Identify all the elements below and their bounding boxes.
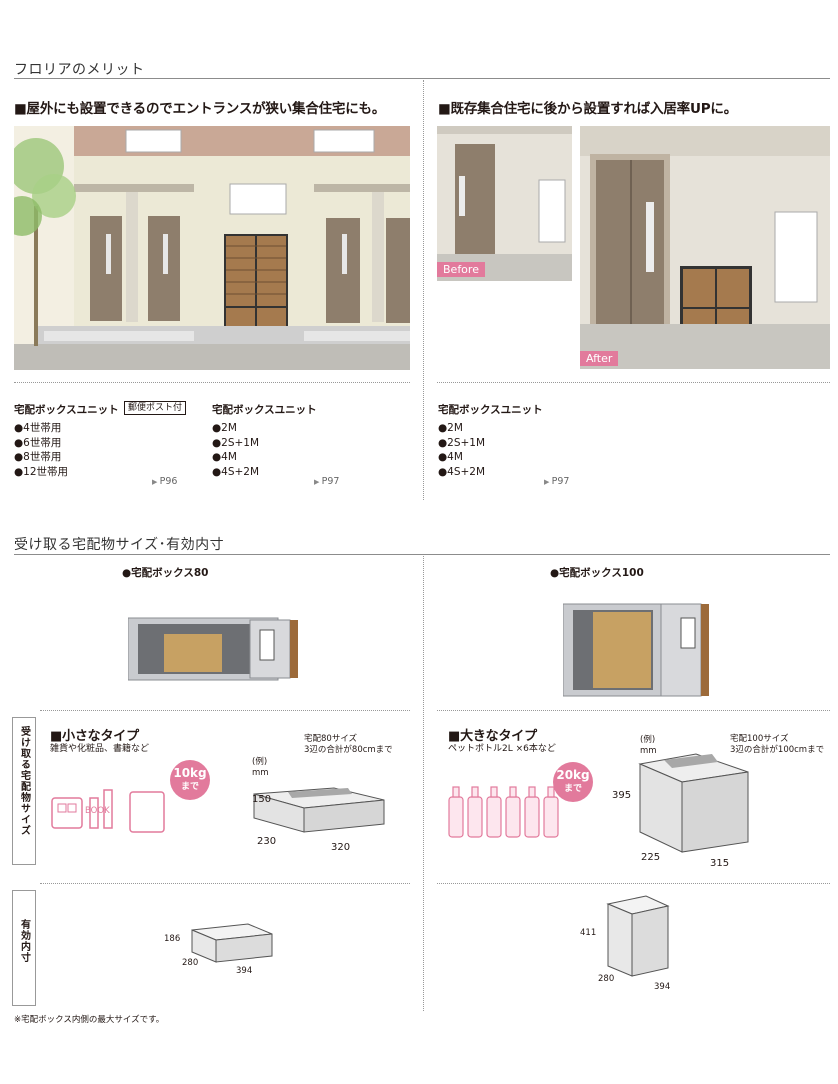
list-item: ●2S+1M (438, 436, 486, 449)
large-example: (例) (640, 735, 656, 745)
list-item: ●2S+1M (212, 436, 260, 449)
box80-product-image (128, 617, 298, 681)
inner-side-label: 有効内寸 (18, 919, 30, 963)
receive-side-box: 受け取る宅配物サイズ (12, 717, 36, 865)
large-weight-badge: 20kg まで (553, 762, 593, 802)
large-dim-depth: 225 (641, 852, 661, 863)
large-box-diagram (638, 753, 749, 853)
merit-divider-right (437, 382, 830, 383)
book-label: BOOK (85, 806, 110, 816)
small-unit: mm (252, 768, 269, 778)
small-dim-width: 320 (331, 842, 351, 853)
box80-label: ●宅配ボックス80 (122, 567, 209, 579)
large-type-desc: ペットボトル2L ×6本など (448, 744, 556, 754)
small-box-diagram (253, 787, 385, 833)
large-type-title: ■大きなタイプ (448, 729, 537, 744)
small-items-icons (51, 789, 165, 833)
merit-vertical-divider (423, 80, 424, 500)
col1-list: ●4世帯用 ●6世帯用 ●8世帯用 ●12世帯用 (14, 421, 68, 479)
box100-product-image (563, 603, 709, 697)
small-type-title: ■小さなタイプ (50, 729, 139, 744)
large-unit: mm (640, 746, 657, 756)
inner100-diagram (606, 895, 670, 977)
receive-side-label: 受け取る宅配物サイズ (18, 726, 30, 836)
before-illustration (437, 126, 572, 281)
col1-badge: 郵便ポスト付 (124, 401, 187, 415)
large-dim-height: 395 (612, 790, 632, 801)
large-weight-suffix: まで (563, 784, 582, 794)
col3-page-ref[interactable]: P97 (544, 476, 570, 487)
list-item: ●2M (438, 422, 463, 434)
large-dim-width: 315 (710, 858, 730, 869)
small-example: (例) (252, 757, 268, 767)
small-weight-value: 10kg (173, 766, 207, 780)
list-item: ●4S+2M (212, 465, 260, 478)
after-illustration (580, 126, 830, 369)
inner80-diagram (191, 923, 273, 963)
inner-top-divider-right (437, 883, 830, 884)
after-tag: After (580, 351, 619, 366)
list-item: ●4M (212, 451, 237, 463)
large-spec1: 宅配100サイズ (730, 734, 789, 744)
merit-section-title: フロリアのメリット (14, 62, 145, 78)
large-weight-value: 20kg (556, 768, 590, 782)
col3-label: 宅配ボックスユニット (438, 404, 543, 416)
inner-top-divider-left (40, 883, 410, 884)
col2-label: 宅配ボックスユニット (212, 404, 317, 416)
entrance-illustration (14, 126, 410, 370)
col2-list: ●2M ●2S+1M ●4M ●4S+2M (212, 421, 259, 479)
inner80-width: 394 (236, 966, 253, 976)
sizes-title-rule (14, 554, 830, 555)
small-spec1: 宅配80サイズ (304, 734, 358, 744)
inner80-height: 186 (164, 934, 181, 944)
list-item: ●2M (212, 422, 237, 434)
receive-top-divider-left (40, 710, 410, 711)
small-spec2: 3辺の合計が80cmまで (304, 745, 393, 755)
footnote: ※宅配ボックス内側の最大サイズです。 (14, 1015, 165, 1025)
list-item: ●6世帯用 (14, 436, 62, 449)
small-weight-badge: 10kg まで (170, 760, 210, 800)
list-item: ●4S+2M (438, 465, 486, 478)
receive-top-divider-right (437, 710, 830, 711)
small-weight-suffix: まで (180, 782, 199, 792)
before-tag: Before (437, 262, 485, 277)
col1-label: 宅配ボックスユニット (14, 404, 119, 416)
list-item: ●4M (438, 451, 463, 463)
inner100-height: 411 (580, 928, 597, 938)
small-dim-height: 150 (252, 794, 272, 805)
box100-label: ●宅配ボックス100 (550, 567, 644, 579)
list-item: ●8世帯用 (14, 451, 62, 463)
right-headline: ■既存集合住宅に後から設置すれば入居率UPに。 (438, 101, 738, 117)
col3-list: ●2M ●2S+1M ●4M ●4S+2M (438, 421, 485, 479)
bottles-icon (448, 786, 559, 838)
inner-side-box: 有効内寸 (12, 890, 36, 1006)
large-spec2: 3辺の合計が100cmまで (730, 745, 825, 755)
list-item: ●4世帯用 (14, 422, 62, 434)
small-type-desc: 雑貨や化粧品、書籍など (50, 744, 150, 754)
inner100-width: 394 (654, 982, 671, 992)
col1-page-ref[interactable]: P96 (152, 476, 178, 487)
list-item: ●12世帯用 (14, 465, 69, 478)
col2-page-ref[interactable]: P97 (314, 476, 340, 487)
small-dim-depth: 230 (257, 836, 277, 847)
merit-title-rule (14, 78, 830, 79)
sizes-vertical-divider (423, 556, 424, 1011)
merit-divider-left (14, 382, 410, 383)
inner100-depth: 280 (598, 974, 615, 984)
inner80-depth: 280 (182, 958, 199, 968)
sizes-section-title: 受け取る宅配物サイズ･有効内寸 (14, 537, 225, 553)
left-headline: ■屋外にも設置できるのでエントランスが狭い集合住宅にも。 (14, 101, 386, 117)
